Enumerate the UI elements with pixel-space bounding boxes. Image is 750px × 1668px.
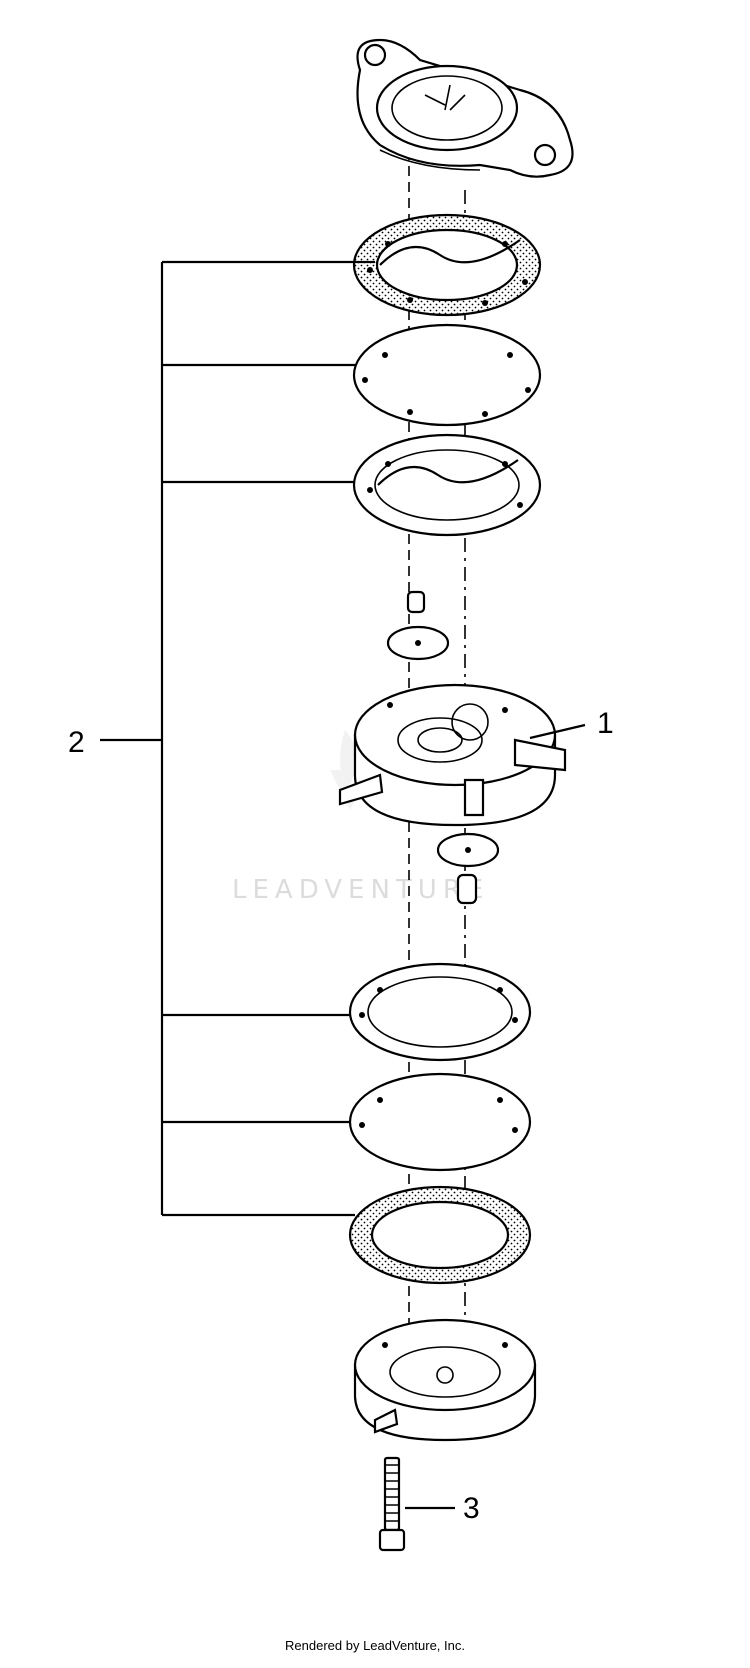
bottom-cover <box>353 1318 537 1442</box>
top-cover <box>356 38 574 178</box>
pump-body <box>338 683 567 827</box>
gasket-lower-plain <box>348 962 532 1062</box>
screw <box>378 1456 406 1552</box>
gasket-upper-plain <box>352 433 542 537</box>
callout-2: 2 <box>68 726 85 759</box>
callout-3: 3 <box>463 1492 480 1525</box>
diaphragm-lower <box>348 1072 532 1172</box>
gasket-upper-stippled <box>352 213 542 317</box>
check-valve-upper <box>386 590 450 661</box>
leader-line-1 <box>529 723 586 740</box>
check-valve-lower <box>436 832 500 905</box>
callout-1: 1 <box>597 707 614 740</box>
gasket-kit-bracket <box>100 260 375 1217</box>
watermark-text: LEADVENTURE <box>232 875 489 905</box>
diaphragm-upper <box>352 323 542 427</box>
gasket-lower-stippled <box>348 1185 532 1285</box>
rendered-by-footer: Rendered by LeadVenture, Inc. <box>285 1638 465 1653</box>
